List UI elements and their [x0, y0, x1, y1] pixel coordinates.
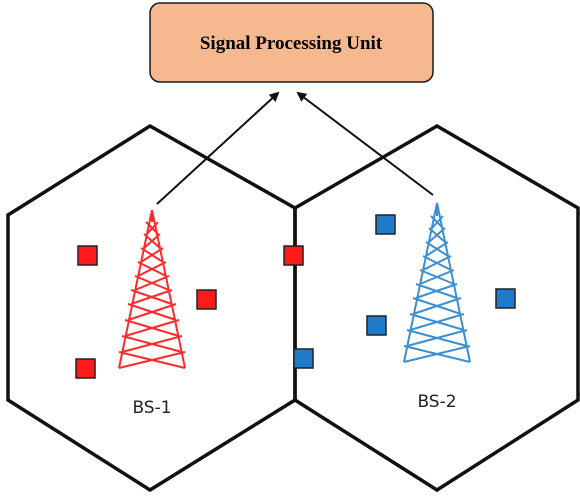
bs2-label: BS-2 [417, 392, 456, 412]
user-device-red [196, 289, 217, 310]
signal-processing-unit-label: Signal Processing Unit [200, 33, 383, 54]
signal-processing-unit: Signal Processing Unit [149, 2, 434, 83]
arrow-bs2-to-spu [296, 91, 434, 196]
cell-hexagon-bs2 [293, 123, 580, 493]
user-device-red [75, 358, 96, 379]
arrow-bs1-to-spu [156, 91, 280, 205]
bs2-users [293, 214, 516, 369]
cell-hexagon-bs1 [6, 123, 297, 493]
user-device-blue [293, 348, 314, 369]
user-device-red [283, 245, 304, 266]
bs1-label: BS-1 [132, 398, 171, 418]
signal-processing-unit-box [149, 2, 434, 83]
tower-bs2-icon [403, 202, 471, 363]
user-device-blue [495, 288, 516, 309]
user-device-red [77, 245, 98, 266]
user-device-blue [375, 214, 396, 235]
bs1-users [75, 245, 304, 379]
tower-bs1-icon [118, 209, 186, 369]
user-device-blue [366, 315, 387, 336]
